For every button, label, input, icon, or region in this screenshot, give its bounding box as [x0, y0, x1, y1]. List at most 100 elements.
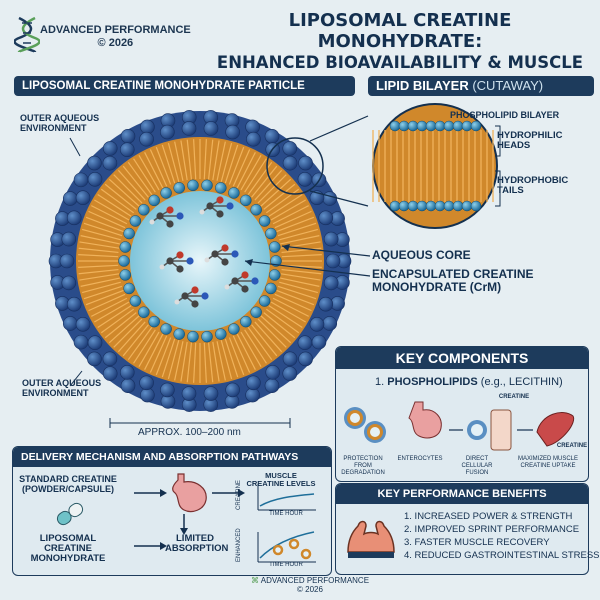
component-item: 1. PHOSPHOLIPIDS (e.g., LECITHIN)	[375, 376, 563, 388]
molecule-atom	[199, 209, 205, 215]
head-bead	[139, 131, 154, 147]
tail-line	[212, 341, 220, 382]
magnifier-circle	[266, 137, 324, 195]
tail-line	[279, 228, 318, 241]
head-bead	[201, 179, 213, 192]
tail-line	[138, 155, 160, 191]
head-bead	[203, 386, 219, 401]
creatine-right-label: CREATINE	[556, 443, 588, 449]
head-bead	[298, 155, 313, 171]
head-bead	[282, 155, 298, 171]
head-bead	[138, 204, 150, 216]
tail-line	[122, 324, 149, 357]
molecule-atom	[241, 285, 249, 293]
head-bead	[75, 190, 91, 205]
tail-line	[127, 326, 153, 361]
brand-year: © 2026	[97, 37, 134, 49]
tail-line	[276, 216, 315, 233]
phospholipid-bilayer-label: PHOSPHOLIPID BILAYER	[450, 110, 560, 120]
tail-line	[80, 235, 120, 245]
head-bead	[452, 200, 464, 212]
head-bead	[102, 141, 118, 156]
head-bead	[443, 200, 455, 212]
tail-line	[161, 338, 176, 378]
tail-line	[257, 174, 287, 204]
tail-line	[167, 143, 180, 182]
component-num: 1.	[375, 376, 385, 388]
head-bead	[250, 306, 262, 318]
head-bead	[265, 365, 281, 380]
head-bead	[59, 253, 75, 269]
head-bead	[160, 187, 172, 199]
head-bead	[311, 334, 327, 350]
liposome-diagram	[48, 103, 501, 428]
head-bead	[160, 382, 175, 398]
head-bead	[258, 295, 271, 307]
tail-line	[127, 161, 153, 196]
bilayer-header: LIPID BILAYER (CUTAWAY)	[368, 76, 594, 96]
leader-line	[69, 137, 81, 157]
head-bead	[181, 386, 197, 401]
molecule-atom	[166, 206, 174, 214]
head-bead	[298, 351, 313, 367]
benefit-item: 1. INCREASED POWER & STRENGTH	[404, 511, 573, 522]
head-bead	[434, 120, 446, 132]
hydrophobic-tails-label: HYDROPHOBIC TAILS	[497, 175, 569, 196]
head-bead	[120, 378, 136, 394]
head-bead	[398, 200, 410, 212]
tail-line	[186, 139, 193, 180]
tail-line	[82, 228, 121, 241]
dna-icon: ⌘	[250, 576, 259, 585]
tail-line	[268, 305, 303, 328]
head-bead	[173, 182, 185, 194]
stomach-icon	[408, 401, 442, 439]
flexed-arm-icon	[347, 520, 395, 558]
tail-line	[117, 169, 146, 201]
molecule-atom	[251, 277, 259, 285]
head-bead	[268, 269, 281, 281]
head-bead	[119, 241, 132, 253]
molecule-atom	[181, 292, 189, 300]
benefit-item: 2. IMPROVED SPRINT PERFORMANCE	[404, 524, 580, 535]
footer: ⌘ ADVANCED PERFORMANCE © 2026	[250, 576, 370, 594]
tail-line	[251, 165, 278, 198]
head-bead	[215, 328, 227, 340]
mini-liposome-icon	[272, 538, 312, 560]
head-bead	[268, 241, 281, 253]
leader-line	[69, 370, 83, 387]
head-bead	[119, 142, 135, 157]
molecule-atom	[186, 257, 194, 265]
head-bead	[264, 128, 280, 144]
head-bead	[75, 317, 91, 332]
delivery-illustration	[56, 473, 316, 563]
head-bead	[225, 382, 240, 398]
tail-line	[167, 340, 180, 379]
tail-line	[268, 194, 303, 217]
tail-line	[280, 273, 321, 281]
tail-line	[82, 281, 121, 294]
head-bead	[201, 330, 213, 343]
tail-line	[224, 144, 239, 184]
tail-line	[94, 199, 130, 221]
tail-line	[174, 141, 184, 181]
particle-header: LIPOSOMAL CREATINE MONOHYDRATE PARTICLE	[14, 76, 355, 96]
tail-line	[133, 158, 156, 193]
tail-line	[220, 143, 233, 182]
head-bead	[129, 295, 142, 307]
tail-line	[263, 183, 296, 210]
head-bead	[425, 200, 437, 212]
tail-line	[94, 301, 130, 323]
aqueous-core-label: AQUEOUS CORE	[372, 248, 471, 262]
head-bead	[62, 316, 78, 331]
tail-line	[260, 315, 292, 344]
component-name: PHOSPHOLIPIDS	[387, 376, 478, 388]
tail-line	[122, 165, 149, 198]
tail-line	[91, 297, 128, 317]
head-bead	[187, 330, 199, 343]
encapsulated-label: ENCAPSULATED CREATINE MONOHYDRATE (CrM)	[372, 267, 534, 294]
head-bead	[87, 155, 102, 171]
tail-line	[180, 341, 188, 382]
tail-line	[274, 210, 312, 229]
tail-line	[251, 324, 278, 357]
tail-line	[244, 158, 267, 193]
